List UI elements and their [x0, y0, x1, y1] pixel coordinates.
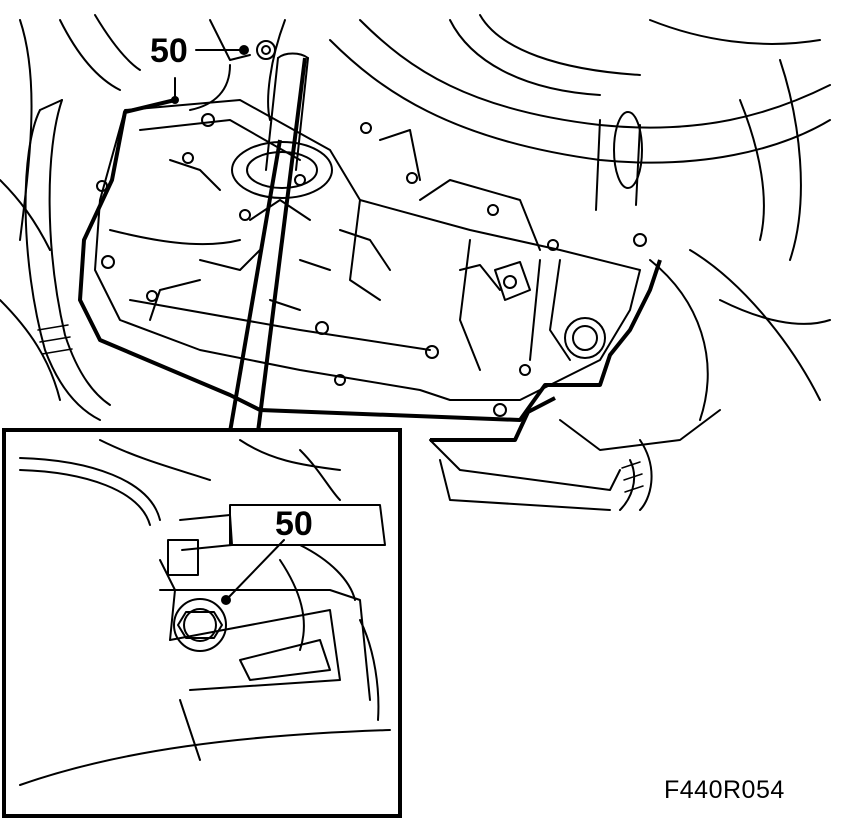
frame-structure [0, 14, 821, 431]
oil-pan-outline [78, 98, 662, 422]
inset-leader-2 [228, 139, 282, 433]
inset-leader [256, 57, 307, 433]
inset-frame [2, 428, 402, 818]
oil-pan-outline-lower [430, 396, 556, 442]
shift-rod [265, 52, 309, 171]
inset-bolt-label: 50 [275, 505, 313, 543]
inset-detail: 50 [2, 428, 402, 818]
main-bolt-label: 50 [150, 32, 188, 70]
inset-bolt-callout [221, 539, 285, 605]
figure-code: F440R054 [664, 776, 785, 804]
coolant-hose [24, 99, 111, 421]
main-bolt-callout [171, 40, 276, 111]
exhaust-pipe [329, 19, 831, 211]
transmission-housing [94, 99, 647, 417]
subframe [429, 249, 831, 511]
inset-contents [19, 439, 391, 786]
